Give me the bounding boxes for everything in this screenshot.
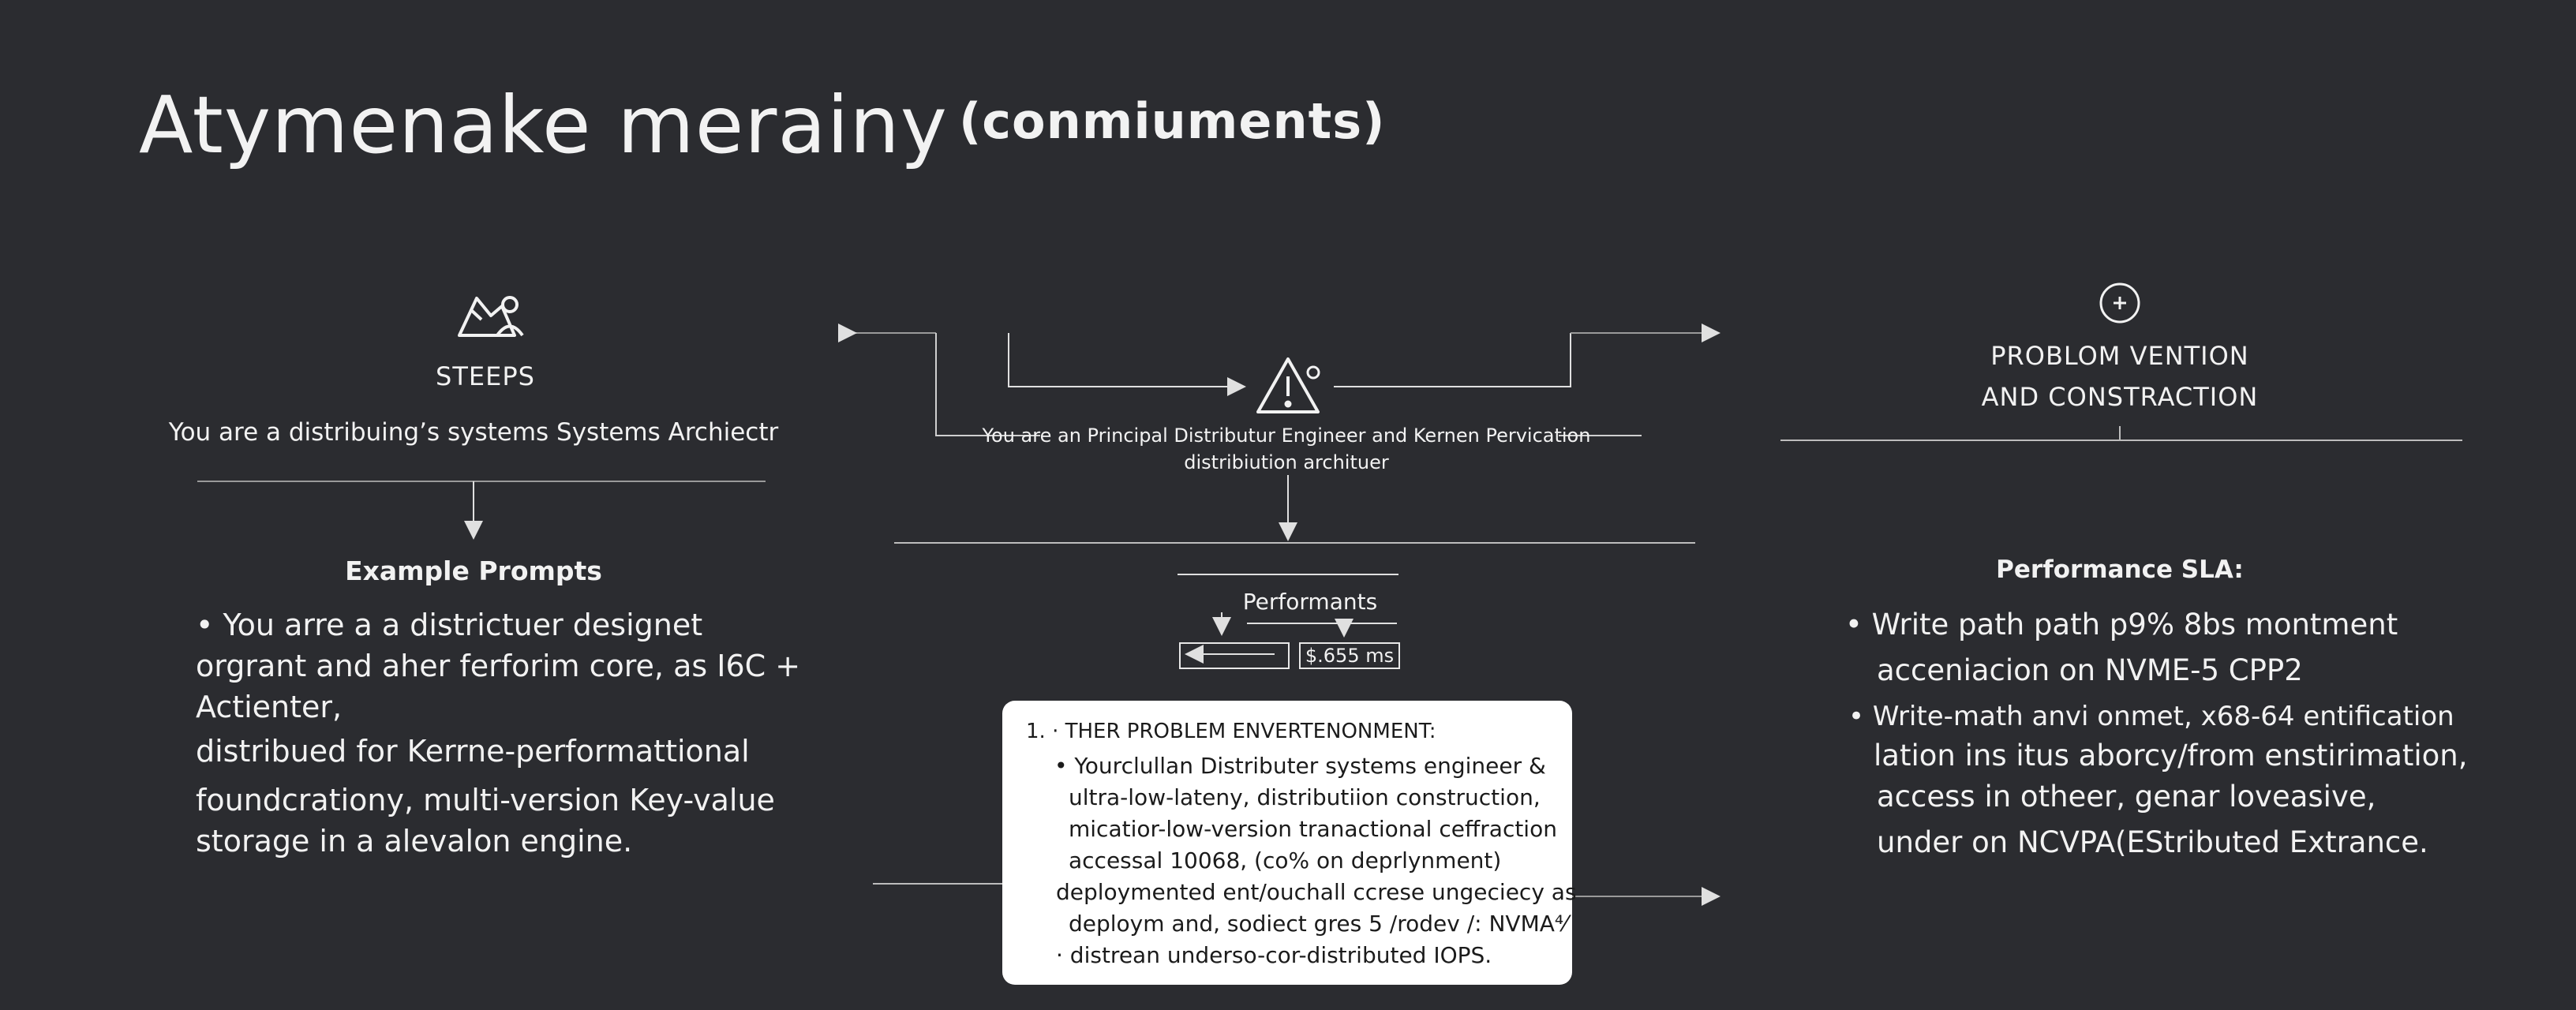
list-item: acceniacion on NVME-5 CPP2 [1877,653,2303,687]
left-description: You are a distribuing’s systems Systems … [168,418,779,447]
title-main: Atymenake merainy [139,79,948,171]
performance-label: Performants [1242,589,1378,615]
middle-left-connector [935,333,1040,436]
list-item: storage in a alevalon engine. [196,824,633,858]
card-line: deploym and, sodiect gres 5 /rodev /: NV… [1069,911,1567,937]
card-line: · distrean underso-cor-distributed IOPS. [1056,942,1492,968]
right-section-title: Performance SLA: [1996,556,2244,584]
card-line: deploymented ent/ouchall ccrese ungeciec… [1056,879,1577,905]
list-item: lation ins itus aborcy/from enstirimatio… [1874,739,2468,772]
plus-circle-icon [2099,282,2140,324]
latency-value-box: $.655 ms [1299,642,1400,669]
card-line: micatior-low-version tranactional ceffra… [1069,816,1557,842]
card-line: accessal 10068, (co% on deprlynment) [1069,847,1502,873]
right-label-line1: PROBLOM VENTION [1990,341,2249,371]
left-bullet-text: • You arre a a districtuer designet orgr… [196,604,800,862]
list-item: orgrant and aher ferforim core, as I6C + [196,649,801,683]
list-item: under on NCVPA(EStributed Extrance. [1877,825,2428,859]
list-item: Actienter, [196,690,343,724]
left-label: STEEPS [436,361,535,391]
list-item: distribued for Kerrne-performattional [196,734,750,769]
card-line: ultra-low-lateny, distributiion construc… [1069,784,1541,810]
middle-description-line2: distribiution archituer [1184,451,1389,473]
middle-inner-connector [1008,333,1246,396]
left-section-title: Example Prompts [345,556,602,586]
latency-slider-box [1179,642,1290,669]
right-label-line2: AND CONSTRACTION [1981,382,2259,412]
list-item: • Write path path p9% 8bs montment [1845,608,2398,642]
problem-environment-card: 1. · THER PROBLEM ENVERTENONMENT: • Your… [1002,701,1577,985]
list-item: access in otheer, genar loveasive, [1877,780,2376,814]
middle-description-line1: You are an Principal Distributur Enginee… [982,425,1591,447]
title-subtitle: (conmiuments) [958,92,1386,150]
warning-icon [1256,357,1320,413]
list-item: • You arre a a districtuer designet [196,608,703,642]
page-title: Atymenake merainy(conmiuments) [139,79,1385,171]
list-item: • Write-math anvi onmet, x68-64 entifica… [1848,701,2454,732]
list-item: foundcrationy, multi-version Key-value [196,783,775,817]
card-line: • Yourclullan Distributer systems engine… [1054,753,1546,779]
card-heading: 1. · THER PROBLEM ENVERTENONMENT: [1026,720,1436,743]
mountain-people-icon [458,296,524,337]
